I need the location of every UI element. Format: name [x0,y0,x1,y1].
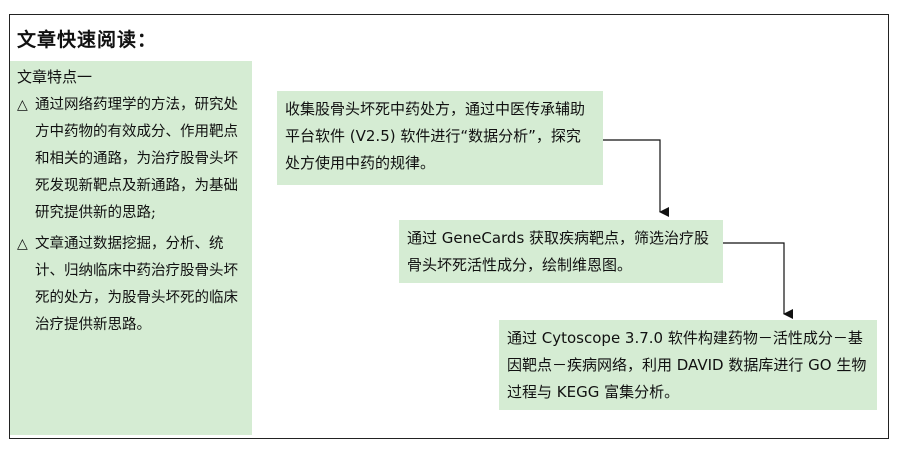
triangle-icon: △ [17,97,28,113]
feature-bullet-2: △ 文章通过数据挖掘，分析、统计、归纳临床中药治疗股骨头坏死的处方，为股骨头坏死… [17,231,246,339]
workflow-step-3: 通过 Cytoscope 3.7.0 软件构建药物－活性成分－基因靶点－疾病网络… [499,320,877,410]
feature-bullet-text: 通过网络药理学的方法，研究处方中药物的有效成分、作用靶点和相关的通路，为治疗股骨… [35,97,238,221]
workflow-step-1: 收集股骨头坏死中药处方，通过中医传承辅助平台软件 (V2.5) 软件进行“数据分… [277,91,603,185]
features-panel: 文章特点一 △ 通过网络药理学的方法，研究处方中药物的有效成分、作用靶点和相关的… [10,61,252,435]
features-title: 文章特点一 [17,68,93,86]
summary-frame [9,14,889,439]
connector-arrow-2-to-3 [723,242,793,319]
feature-bullet-1: △ 通过网络药理学的方法，研究处方中药物的有效成分、作用靶点和相关的通路，为治疗… [17,92,246,227]
connector-arrow-1-to-2 [603,139,669,217]
triangle-icon: △ [17,236,28,252]
workflow-step-2: 通过 GeneCards 获取疾病靶点，筛选治疗股骨头坏死活性成分，绘制维恩图。 [399,220,723,283]
feature-bullet-text: 文章通过数据挖掘，分析、统计、归纳临床中药治疗股骨头坏死的处方，为股骨头坏死的临… [35,236,238,333]
page-title: 文章快速阅读： [17,29,158,51]
